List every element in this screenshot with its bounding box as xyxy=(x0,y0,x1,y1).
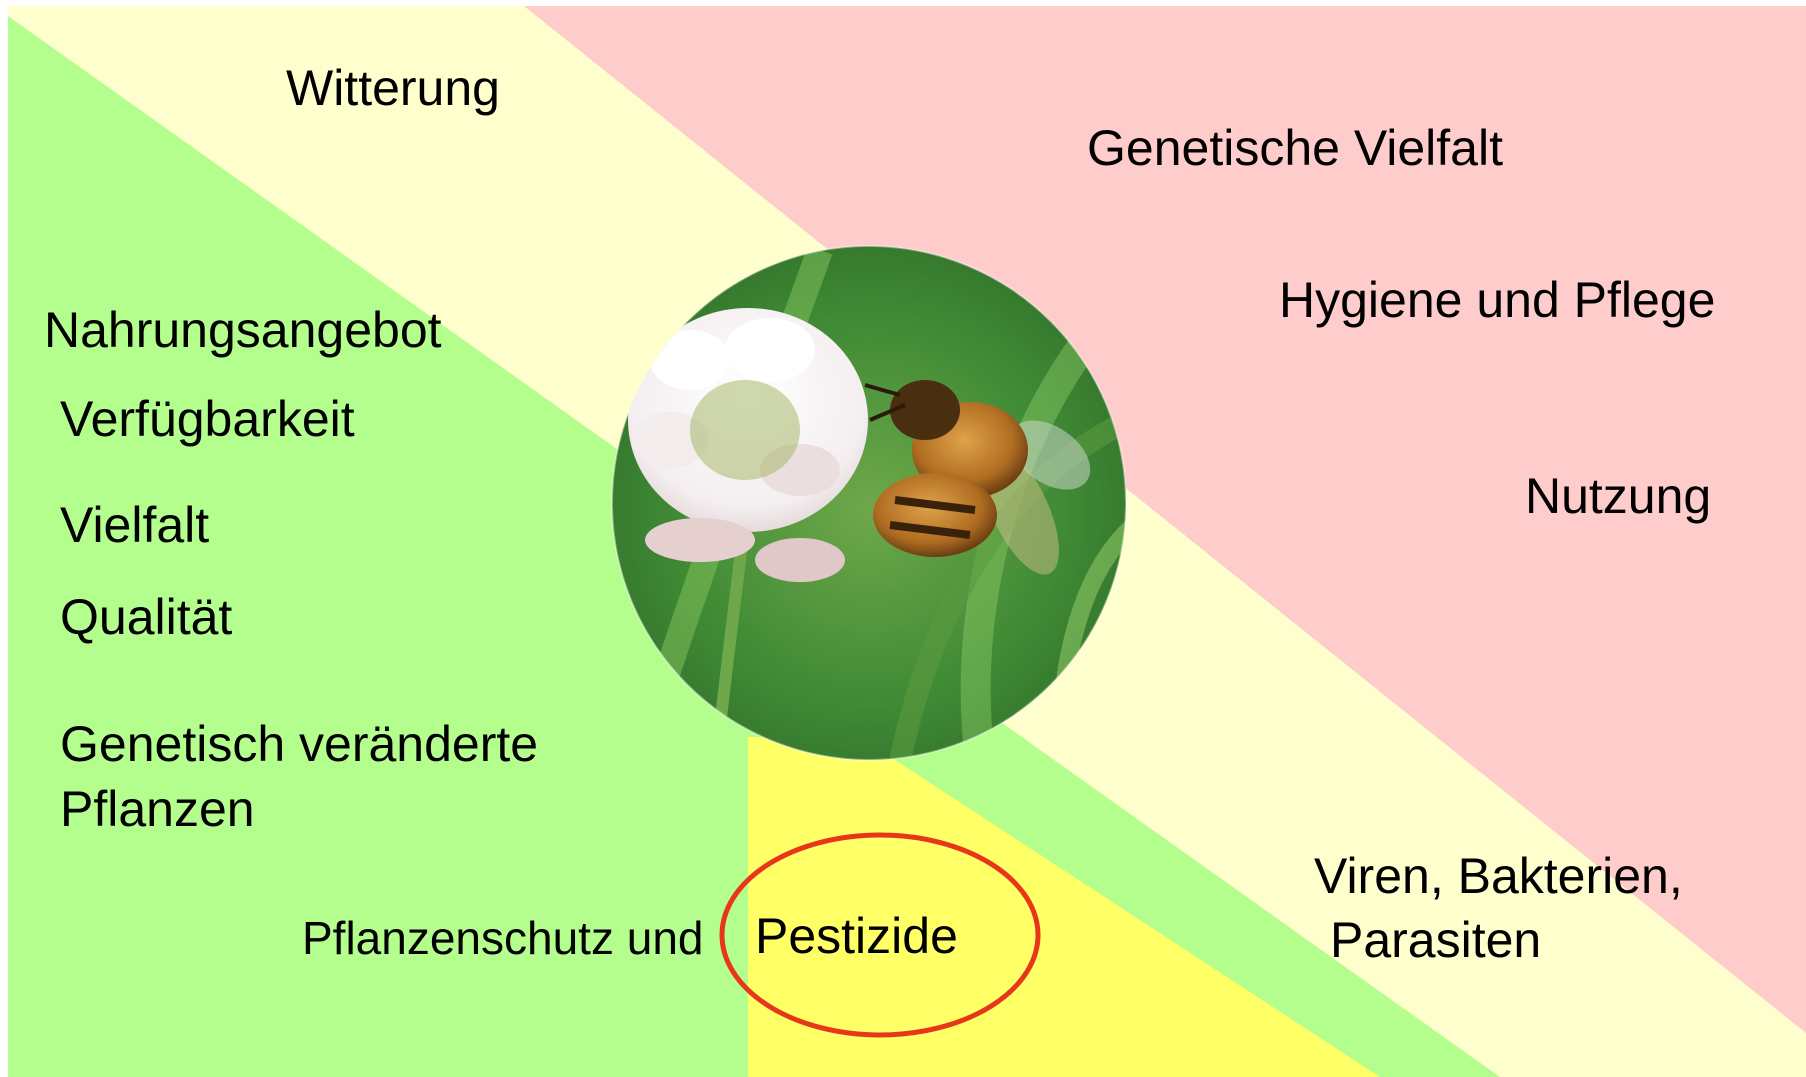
label-witterung: Witterung xyxy=(286,60,500,118)
label-gv-pflanzen-line1: Genetisch veränderte xyxy=(60,716,538,774)
label-hygiene-pflege: Hygiene und Pflege xyxy=(1279,272,1715,330)
label-pestizide: Pestizide xyxy=(755,908,958,966)
label-vielfalt: Vielfalt xyxy=(60,497,209,555)
label-pflanzenschutz: Pflanzenschutz und xyxy=(302,912,704,965)
label-nutzung: Nutzung xyxy=(1525,468,1711,526)
label-nahrungsangebot: Nahrungsangebot xyxy=(44,302,442,360)
label-genetische-vielfalt: Genetische Vielfalt xyxy=(1087,120,1503,178)
label-gv-pflanzen-line2: Pflanzen xyxy=(60,781,255,839)
label-viren-line1: Viren, Bakterien, xyxy=(1314,848,1683,906)
label-qualitaet: Qualität xyxy=(60,589,232,647)
label-verfuegbarkeit: Verfügbarkeit xyxy=(60,391,355,449)
label-viren-line2: Parasiten xyxy=(1330,912,1541,970)
